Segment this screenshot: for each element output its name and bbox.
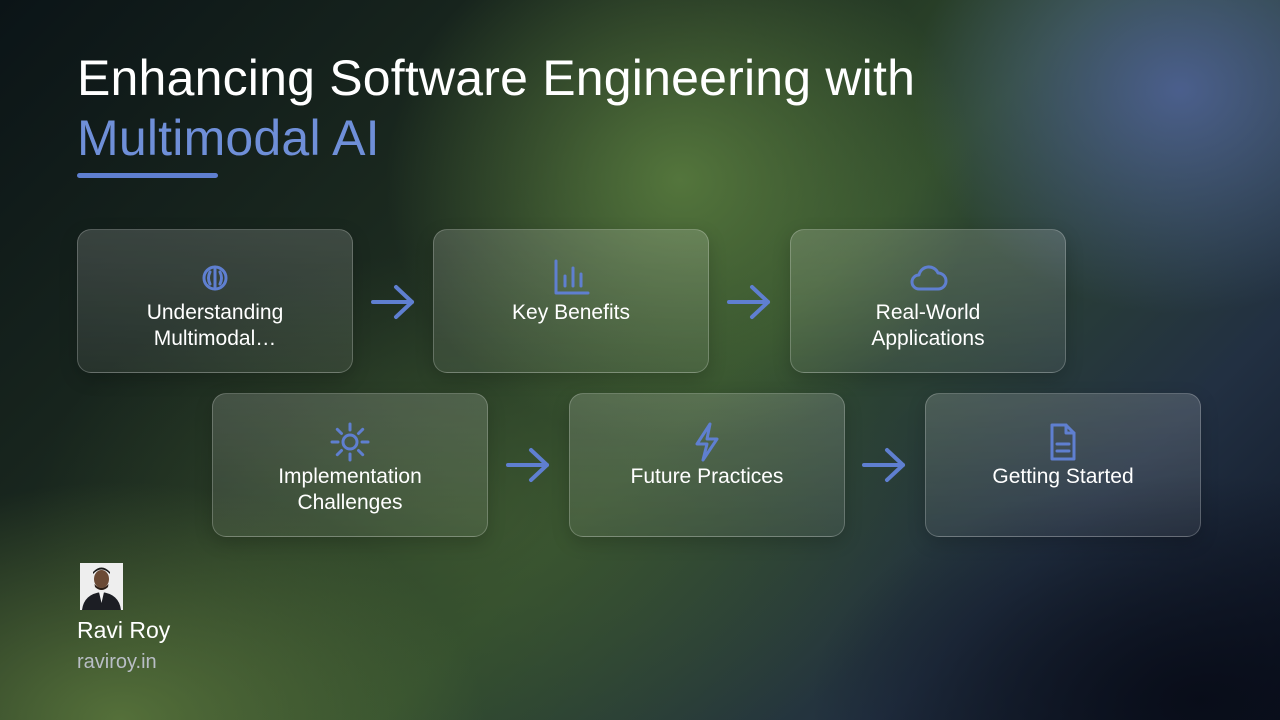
- title-line-2: Multimodal AI: [77, 110, 380, 166]
- step-label: Understanding Multimodal…: [146, 301, 284, 350]
- title-underline: [77, 173, 218, 178]
- arrow-right-icon: [368, 282, 418, 322]
- step-label: Implementation Challenges: [278, 465, 422, 514]
- step-card-future-practices[interactable]: Future Practices: [569, 393, 845, 537]
- arrow-right-icon: [503, 445, 553, 485]
- step-card-getting-started[interactable]: Getting Started: [925, 393, 1201, 537]
- step-label: Getting Started: [992, 465, 1134, 488]
- step-card-key-benefits[interactable]: Key Benefits: [433, 229, 709, 373]
- avatar: [80, 563, 123, 610]
- step-card-implementation[interactable]: Implementation Challenges: [212, 393, 488, 537]
- brain-icon: [195, 258, 235, 298]
- step-card-understanding[interactable]: Understanding Multimodal…: [77, 229, 353, 373]
- step-label: Real-World Applications: [871, 301, 985, 350]
- lightning-icon: [687, 422, 727, 462]
- author-website[interactable]: raviroy.in: [77, 651, 157, 673]
- slide-title: Enhancing Software Engineering with Mult…: [77, 48, 915, 168]
- document-icon: [1043, 422, 1083, 462]
- step-label: Key Benefits: [512, 301, 630, 324]
- step-card-real-world[interactable]: Real-World Applications: [790, 229, 1066, 373]
- author-name: Ravi Roy: [77, 617, 171, 643]
- bar-chart-icon: [551, 258, 591, 298]
- step-label: Future Practices: [630, 465, 784, 488]
- arrow-right-icon: [859, 445, 909, 485]
- arrow-right-icon: [724, 282, 774, 322]
- cloud-icon: [908, 258, 948, 298]
- sun-icon: [330, 422, 370, 462]
- title-line-1: Enhancing Software Engineering with: [77, 50, 916, 106]
